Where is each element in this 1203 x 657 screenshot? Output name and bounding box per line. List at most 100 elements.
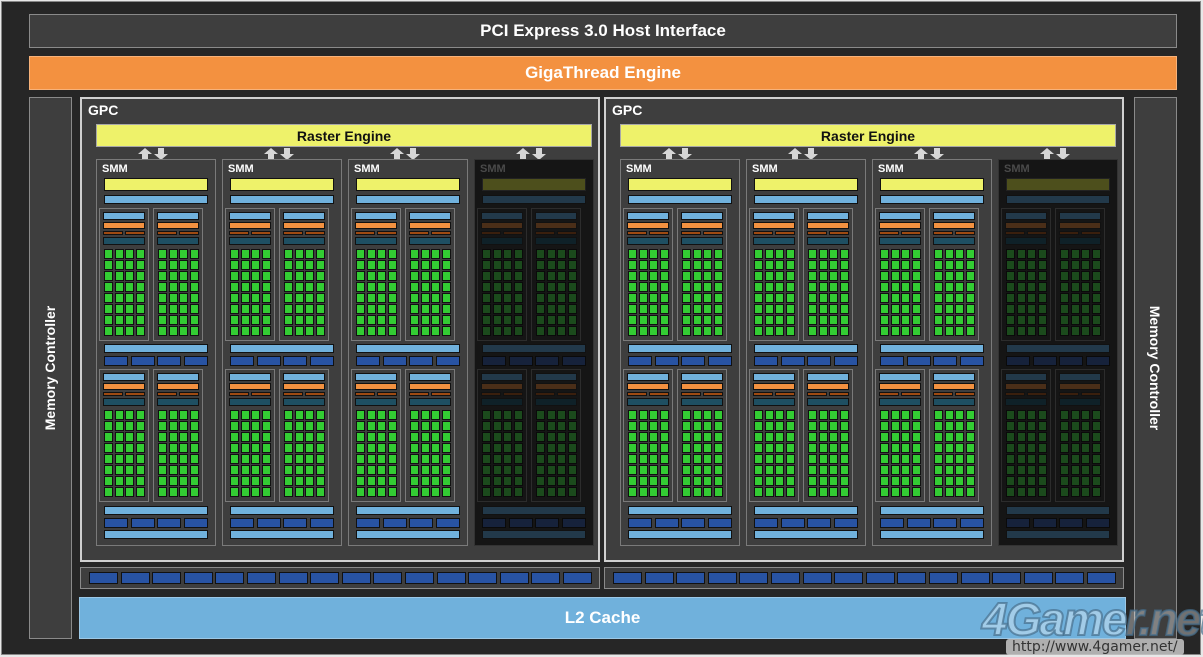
- cuda-core: [240, 271, 250, 281]
- dispatch-unit: [355, 392, 375, 396]
- texture-unit: [435, 518, 460, 528]
- cuda-core: [482, 315, 491, 325]
- cuda-core: [420, 304, 430, 314]
- cuda-core: [692, 271, 702, 281]
- register-file: [681, 237, 723, 245]
- processing-block: [99, 369, 149, 502]
- cuda-core: [315, 432, 325, 442]
- cuda-core: [901, 282, 910, 292]
- texture-cache: [356, 506, 460, 515]
- register-file: [481, 237, 523, 245]
- cuda-core: [431, 293, 440, 303]
- cuda-core: [168, 432, 178, 442]
- cuda-core: [944, 421, 954, 431]
- cuda-core: [764, 326, 774, 336]
- cuda-core: [1091, 326, 1101, 336]
- cuda-core: [1060, 443, 1069, 453]
- cuda-core: [808, 410, 817, 420]
- l1-cache: [880, 530, 984, 539]
- cuda-core: [420, 271, 430, 281]
- cuda-core: [682, 282, 691, 292]
- cuda-core: [567, 249, 577, 259]
- cuda-core: [829, 260, 838, 270]
- cuda-core: [829, 476, 838, 486]
- texture-unit: [382, 356, 407, 366]
- cuda-core: [1070, 282, 1080, 292]
- cuda-core: [880, 271, 889, 281]
- register-file: [103, 237, 145, 245]
- cuda-core: [1060, 293, 1069, 303]
- cuda-core: [513, 282, 523, 292]
- cuda-core: [764, 249, 774, 259]
- memory-interface-strip-right: [604, 567, 1124, 589]
- cuda-core: [682, 487, 691, 497]
- cuda-core: [754, 304, 763, 314]
- cuda-core: [754, 293, 763, 303]
- cuda-core: [135, 421, 145, 431]
- cuda-core: [965, 304, 975, 314]
- cuda-core: [441, 260, 451, 270]
- instruction-cache: [880, 195, 984, 204]
- warp-scheduler: [355, 222, 397, 229]
- cuda-core: [356, 304, 365, 314]
- cuda-core: [890, 271, 900, 281]
- cuda-core: [503, 443, 512, 453]
- cuda-core: [829, 271, 838, 281]
- dispatch-unit: [879, 231, 899, 235]
- cuda-core: [431, 421, 440, 431]
- memory-controller-right-label: Memory Controller: [1147, 305, 1164, 431]
- cuda-core: [818, 249, 828, 259]
- cuda-core: [104, 465, 113, 475]
- cuda-core: [420, 476, 430, 486]
- cuda-core: [880, 454, 889, 464]
- smm: SMM: [222, 159, 342, 546]
- cuda-core: [284, 249, 293, 259]
- instruction-buffer: [157, 373, 199, 381]
- dispatch-unit: [103, 392, 123, 396]
- cuda-core: [492, 432, 502, 442]
- texture-unit: [1059, 356, 1083, 366]
- cuda-core: [659, 315, 669, 325]
- cuda-core: [482, 454, 491, 464]
- cuda-core: [179, 304, 188, 314]
- cuda-core: [944, 443, 954, 453]
- cuda-core: [513, 487, 523, 497]
- processing-block: [225, 369, 275, 502]
- cuda-core: [808, 421, 817, 431]
- cuda-core: [775, 249, 784, 259]
- cuda-core: [356, 282, 365, 292]
- cuda-core: [808, 326, 817, 336]
- cuda-core: [1070, 421, 1080, 431]
- memory-interface-unit: [739, 572, 769, 584]
- texture-unit: [309, 518, 334, 528]
- cuda-core: [567, 432, 577, 442]
- cuda-core: [168, 421, 178, 431]
- cuda-core: [934, 271, 943, 281]
- cuda-core: [1006, 282, 1015, 292]
- cuda-core: [1006, 410, 1015, 420]
- cuda-core: [628, 454, 637, 464]
- cuda-core: [431, 410, 440, 420]
- cuda-core: [1006, 315, 1015, 325]
- cuda-core: [168, 476, 178, 486]
- cuda-core: [536, 249, 545, 259]
- cuda-core: [567, 443, 577, 453]
- gigathread-label: GigaThread Engine: [525, 63, 681, 82]
- cuda-core: [189, 326, 199, 336]
- memory-interface-unit: [247, 572, 276, 584]
- cuda-core: [818, 410, 828, 420]
- cuda-core: [104, 487, 113, 497]
- cuda-core: [387, 282, 397, 292]
- cuda-core: [1060, 487, 1069, 497]
- cuda-core: [934, 421, 943, 431]
- cuda-core: [261, 249, 271, 259]
- dispatch-unit: [1005, 231, 1025, 235]
- cuda-core: [764, 487, 774, 497]
- cuda-core: [1016, 293, 1026, 303]
- cuda-core: [125, 487, 134, 497]
- cuda-core: [513, 271, 523, 281]
- cuda-core: [808, 293, 817, 303]
- raster-engine: Raster Engine: [96, 124, 592, 147]
- cuda-core: [567, 293, 577, 303]
- cuda-core: [682, 454, 691, 464]
